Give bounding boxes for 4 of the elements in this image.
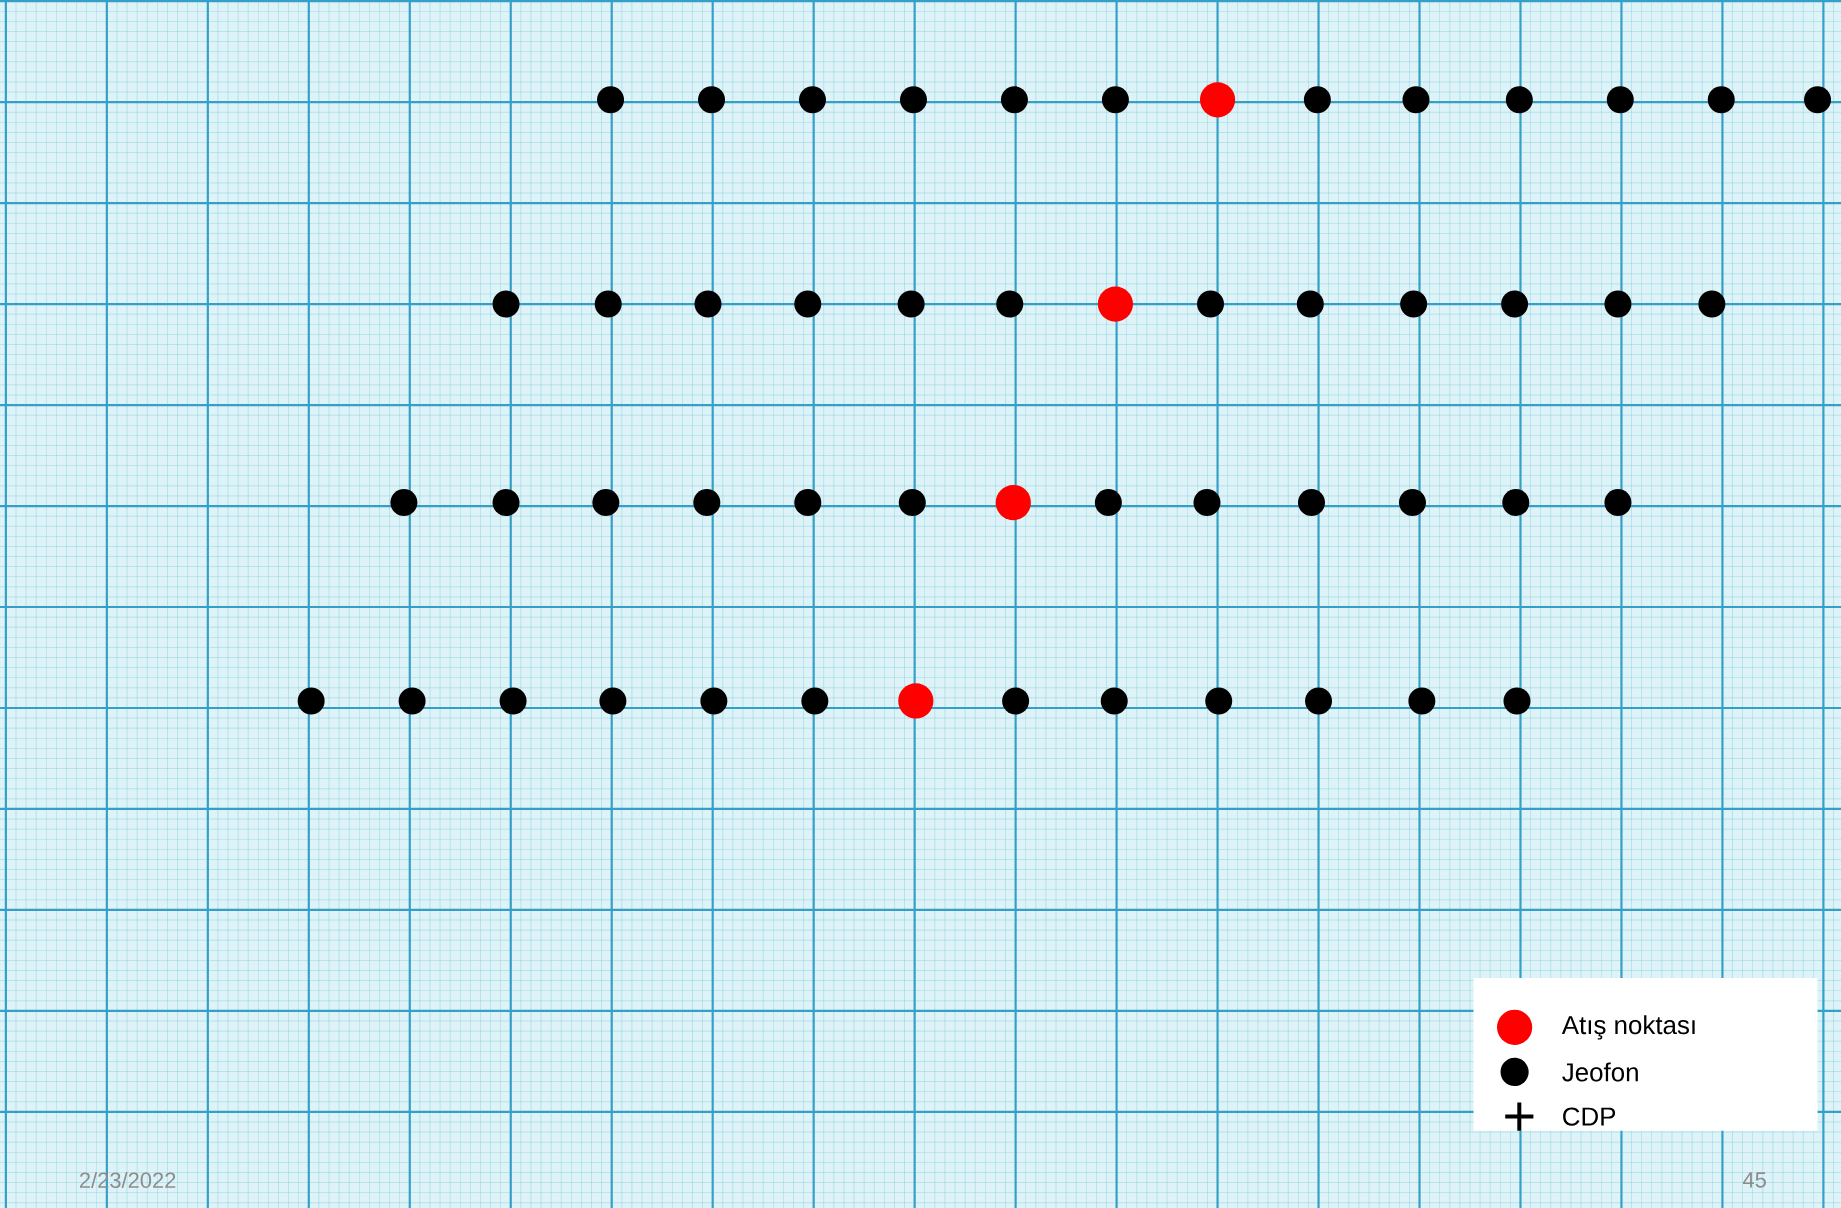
footer-text: 45 bbox=[1742, 1172, 1766, 1188]
legend-label: Atış noktası bbox=[1561, 1015, 1695, 1040]
legend-label: CDP bbox=[1563, 1107, 1616, 1126]
legend-label: Jeofon bbox=[1562, 1062, 1638, 1082]
